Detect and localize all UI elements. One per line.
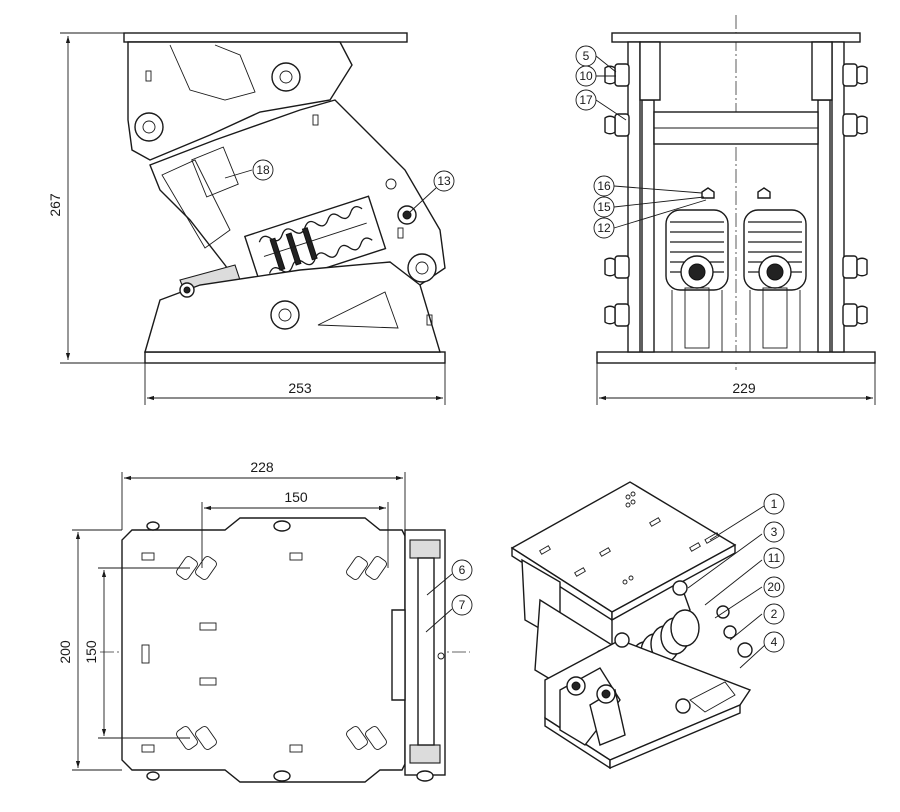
- top-inner-width-dimension: 150: [284, 489, 308, 505]
- top-inner-height-dimension: 150: [83, 640, 99, 664]
- top-view: 228 150 200 150 6 7: [57, 459, 473, 783]
- svg-text:18: 18: [256, 163, 270, 177]
- front-bolts: [604, 63, 868, 327]
- isometric-view: 1 3 11 20 2 4: [510, 481, 785, 770]
- callout-12: 12: [593, 217, 615, 239]
- svg-text:13: 13: [437, 174, 451, 188]
- svg-text:10: 10: [579, 69, 593, 83]
- svg-text:12: 12: [597, 221, 611, 235]
- callout-11: 11: [763, 547, 785, 569]
- callout-16: 16: [593, 175, 615, 197]
- callout-4: 4: [763, 631, 785, 653]
- callout-13: 13: [433, 170, 455, 192]
- svg-text:20: 20: [767, 580, 781, 594]
- svg-text:4: 4: [771, 635, 778, 649]
- callout-3: 3: [763, 521, 785, 543]
- callout-7: 7: [451, 594, 473, 616]
- svg-text:15: 15: [597, 200, 611, 214]
- callout-17: 17: [575, 89, 597, 111]
- svg-text:3: 3: [771, 525, 778, 539]
- svg-text:6: 6: [459, 563, 466, 577]
- callout-6: 6: [451, 559, 473, 581]
- side-height-dimension: 267: [47, 193, 63, 217]
- top-slots: [141, 552, 387, 753]
- top-outer-height-dimension: 200: [57, 640, 73, 664]
- callout-18: 18: [252, 159, 274, 181]
- side-view: 267 253 18 13: [47, 32, 455, 405]
- callout-15: 15: [593, 196, 615, 218]
- svg-text:17: 17: [579, 93, 593, 107]
- callout-2: 2: [763, 603, 785, 625]
- front-springs: [665, 209, 807, 352]
- side-width-dimension: 253: [288, 380, 312, 396]
- svg-text:11: 11: [768, 551, 781, 565]
- side-bolts: [134, 62, 437, 330]
- svg-text:1: 1: [771, 497, 778, 511]
- svg-text:7: 7: [459, 598, 466, 612]
- spring: [243, 195, 387, 290]
- callout-1: 1: [763, 493, 785, 515]
- svg-text:5: 5: [583, 49, 590, 63]
- callout-10: 10: [575, 65, 597, 87]
- front-width-dimension: 229: [732, 380, 756, 396]
- iso-bolts: [566, 580, 753, 714]
- callout-20: 20: [763, 576, 785, 598]
- svg-text:16: 16: [597, 179, 611, 193]
- callout-5: 5: [575, 45, 597, 67]
- svg-text:2: 2: [771, 607, 778, 621]
- top-outer-width-dimension: 228: [250, 459, 274, 475]
- front-view: 229 5 10 17 16 15 12: [575, 15, 876, 405]
